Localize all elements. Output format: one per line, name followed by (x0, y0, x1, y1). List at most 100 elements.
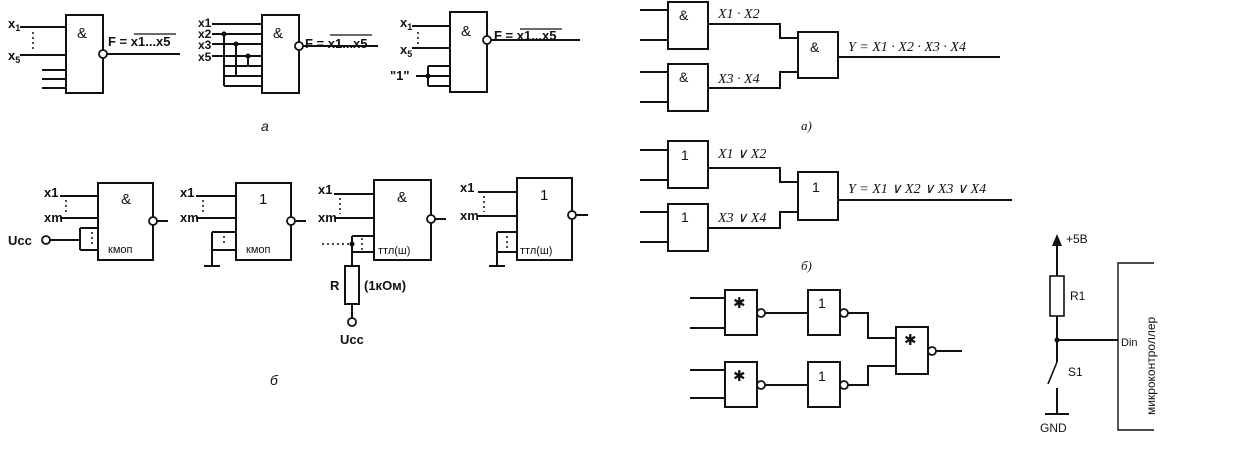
gate-symbol: 1 (259, 191, 267, 208)
resistor-value: (1кОм) (364, 278, 406, 293)
switch-contact (1047, 361, 1058, 385)
inversion-bubble (567, 210, 577, 220)
tech-label: ттл(ш) (378, 245, 410, 257)
input-label: xm (44, 210, 63, 225)
output-formula: F = x1...x5 (305, 36, 368, 51)
switch-label: S1 (1068, 365, 1083, 379)
ground-label: GND (1040, 421, 1067, 435)
fig-b-gate4: 1 ттл(ш) x1 xm (460, 177, 588, 267)
nand-symbol: ✱ (904, 332, 917, 349)
inverter-symbol: 1 (818, 295, 826, 311)
gate-symbol: & (273, 25, 283, 42)
input-label: x1 (318, 182, 332, 197)
inversion-bubble (482, 35, 492, 45)
input-subscript: 1 (15, 23, 20, 33)
output-formula: Y = X1 ∨ X2 ∨ X3 ∨ X4 (848, 182, 986, 197)
input-label: xm (180, 210, 199, 225)
caption-a: а (261, 118, 269, 134)
fig-a-gate1: & x1 x5 F = x1...x5 (8, 14, 180, 94)
resistor (1049, 275, 1065, 317)
svg-text:x1: x1 (8, 16, 20, 33)
inversion-bubble (286, 216, 296, 226)
fig-a-gate3: & x1 x5 "1" F = x1...x5 (390, 11, 580, 93)
inversion-bubble (426, 214, 436, 224)
gate-symbol: 1 (681, 209, 689, 225)
supply-label: +5В (1066, 232, 1088, 246)
resistor-label: R1 (1070, 289, 1086, 303)
input-label: x5 (198, 50, 212, 64)
term-label: X1 · X2 (717, 7, 760, 22)
gate-body (797, 171, 839, 221)
svg-text:x5: x5 (400, 42, 412, 59)
input-label: x (400, 15, 408, 30)
gate-body (261, 14, 300, 94)
and-tree: & & & X1 · X2 X3 · X4 Y = X1 · X2 · X3 ·… (640, 1, 1000, 133)
supply-label: Ucc (340, 332, 364, 347)
supply-label: Ucc (8, 233, 32, 248)
input-label: x1 (180, 185, 194, 200)
term-label: X1 ∨ X2 (717, 147, 766, 162)
input-subscript: 1 (407, 22, 412, 32)
term-label: X3 · X4 (717, 72, 760, 87)
fig-b-gate1: & кмоп x1 xm Ucc (8, 182, 168, 261)
input-label: xm (460, 208, 479, 223)
input-label: x1 (198, 16, 212, 30)
supply-arrow-icon (1052, 234, 1062, 246)
switch-circuit: +5В R1 S1 GND Din микроконтроллер (1040, 232, 1158, 435)
fig-a-gate2: & x1 x2 x3 x5 F = x1...x5 (198, 14, 378, 94)
gate-symbol: & (679, 69, 689, 85)
gate-symbol: & (397, 189, 407, 206)
input-label: x (8, 48, 16, 63)
inversion-bubble (148, 216, 158, 226)
gate-symbol: 1 (812, 179, 820, 195)
pin-label: Din (1121, 337, 1138, 349)
gate-symbol: & (77, 25, 87, 42)
input-label: x3 (198, 38, 212, 52)
tech-label: ттл(ш) (520, 245, 552, 257)
mcu-body (1117, 262, 1154, 431)
resistor-label: R (330, 278, 340, 293)
input-label: xm (318, 210, 337, 225)
caption: б) (801, 258, 812, 273)
caption-b: б (270, 372, 279, 388)
gate-symbol: & (121, 191, 131, 208)
gate-symbol: & (461, 23, 471, 40)
fig-b-gate3: & ттл(ш) R (1кОм) Ucc x1 xm (318, 179, 446, 347)
term-label: X3 ∨ X4 (717, 211, 766, 226)
tech-label: кмоп (246, 244, 270, 256)
gate-symbol: 1 (681, 147, 689, 163)
input-label: x (8, 16, 16, 31)
nand-tree: ✱ 1 ✱ 1 ✱ (690, 289, 962, 408)
gate-body (797, 31, 839, 79)
or-tree: 1 1 1 X1 ∨ X2 X3 ∨ X4 Y = X1 ∨ X2 ∨ X3 ∨… (640, 140, 1012, 273)
svg-text:x5: x5 (8, 48, 20, 65)
output-formula: Y = X1 · X2 · X3 · X4 (848, 40, 966, 55)
input-subscript: 5 (407, 49, 412, 59)
input-label: x (400, 42, 408, 57)
resistor (344, 265, 360, 305)
gate-symbol: 1 (540, 187, 548, 204)
fig-b-gate2: 1 кмоп x1 xm (180, 182, 306, 267)
output-formula: F = x1...x5 (108, 34, 171, 49)
svg-text:x1: x1 (400, 15, 412, 32)
inversion-bubble (294, 41, 304, 51)
gate-body (667, 140, 709, 189)
input-label: x2 (198, 27, 212, 41)
nand-symbol: ✱ (733, 295, 746, 312)
gate-symbol: & (810, 39, 820, 55)
gate-symbol: & (679, 7, 689, 23)
input-label: x1 (460, 180, 474, 195)
caption: а) (801, 118, 812, 133)
gate-body (667, 1, 709, 50)
nand-symbol: ✱ (733, 368, 746, 385)
output-formula: F = x1...x5 (494, 28, 557, 43)
mcu-label: микроконтроллер (1144, 317, 1158, 415)
gate-body (449, 11, 488, 93)
inverter-symbol: 1 (818, 368, 826, 384)
const-one-label: "1" (390, 68, 410, 83)
inversion-bubble (98, 49, 108, 59)
tech-label: кмоп (108, 244, 132, 256)
input-label: x1 (44, 185, 58, 200)
